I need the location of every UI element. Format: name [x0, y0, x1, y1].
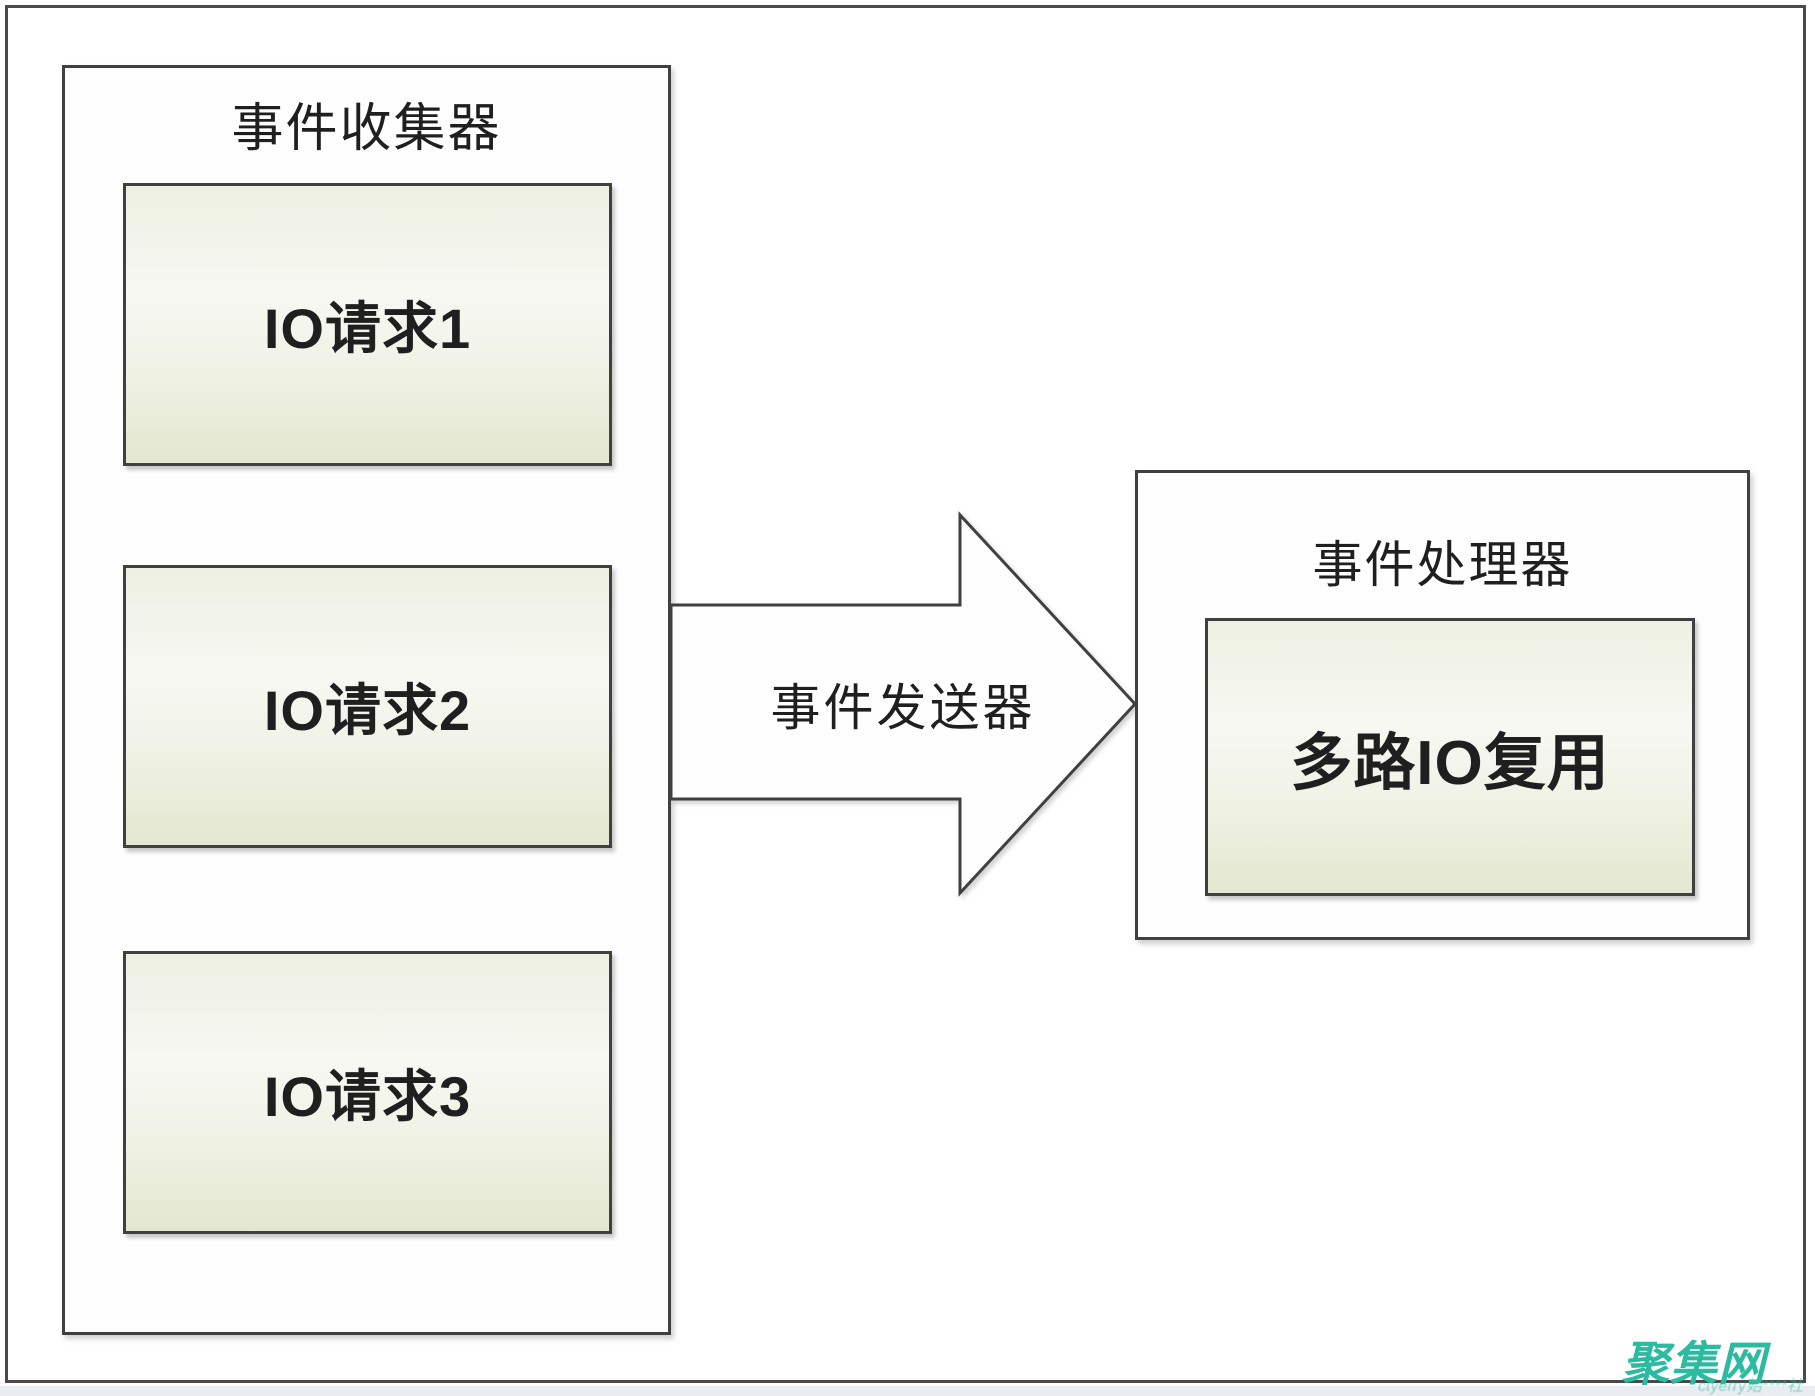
bottom-edge-strip [0, 1386, 1815, 1396]
io-request-1-box: IO请求1 [123, 183, 612, 466]
io-request-3-label: IO请求3 [263, 1065, 472, 1128]
event-handler-title: 事件处理器 [1312, 537, 1573, 593]
event-sender-arrow [669, 511, 1138, 897]
io-request-3-box: IO请求3 [123, 951, 612, 1234]
watermark-brand: 聚集网 [1622, 1337, 1766, 1390]
io-multiplexing-label: 多路IO复用 [1290, 729, 1610, 798]
io-request-2-box: IO请求2 [123, 565, 612, 848]
io-multiplexing-box: 多路IO复用 [1205, 618, 1695, 896]
event-handler-container: 事件处理器 多路IO复用 [1135, 470, 1750, 940]
io-request-2-label: IO请求2 [263, 679, 472, 742]
event-sender-label: 事件发送器 [770, 680, 1036, 736]
watermark-attribution: ctyerry始****社 [1698, 1378, 1803, 1395]
event-collector-container: 事件收集器 IO请求1 IO请求2 IO请求3 [62, 65, 671, 1335]
event-collector-title: 事件收集器 [231, 100, 502, 158]
io-request-1-label: IO请求1 [263, 297, 472, 360]
